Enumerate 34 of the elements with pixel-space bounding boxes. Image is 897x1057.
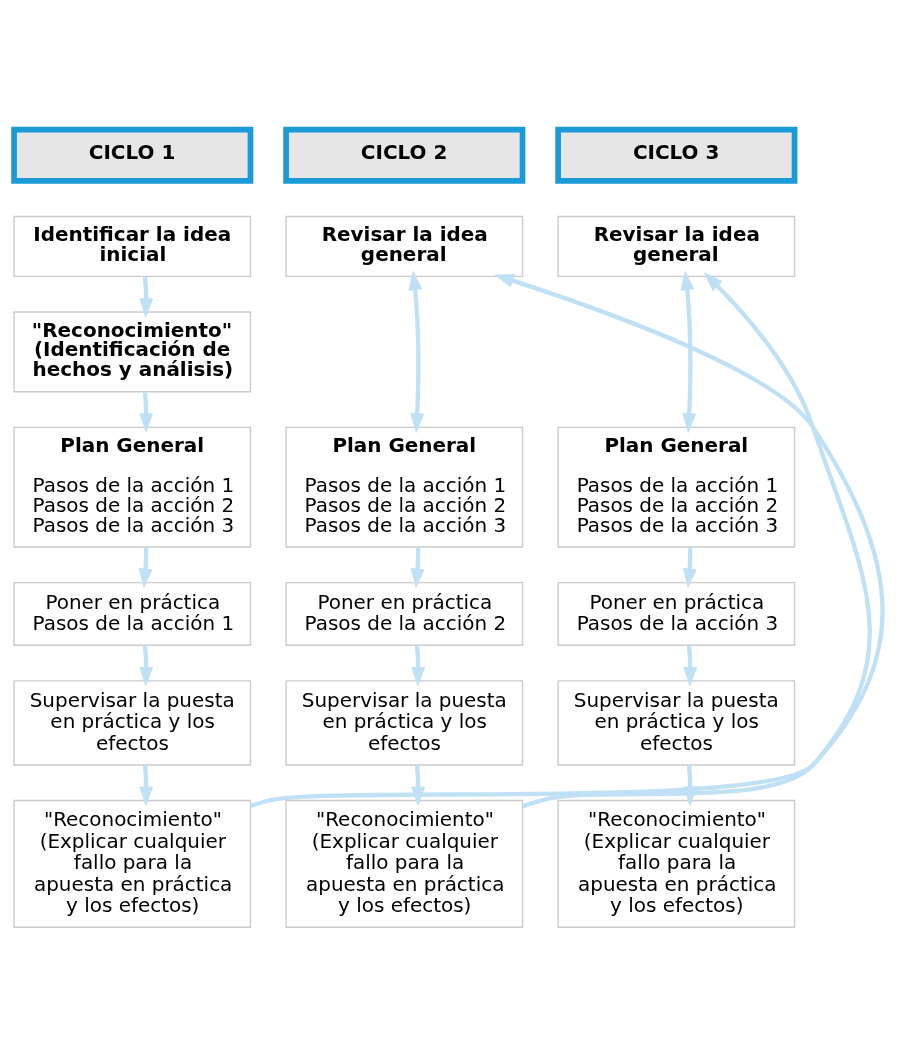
- arrow: [522, 272, 872, 809]
- node-box: Poner en práctica Pasos de la acción 3: [557, 581, 796, 646]
- node-box: CICLO 3: [555, 126, 798, 184]
- node-box: Identificar la idea inicial: [13, 215, 252, 278]
- arrow: [139, 645, 154, 688]
- arrow: [139, 392, 154, 434]
- arrow: [410, 547, 425, 589]
- arrow: [683, 764, 698, 807]
- node-box: Plan General Pasos de la acción 1 Pasos de la acción 2 Pasos de la acción 3: [557, 426, 796, 548]
- node-box: Supervisar la puesta en práctica y los efectos: [557, 680, 796, 766]
- node-box: Plan General Pasos de la acción 1 Pasos de la acción 2 Pasos de la acción 3: [13, 426, 252, 548]
- node-box: CICLO 2: [283, 126, 526, 184]
- arrow: [139, 276, 154, 319]
- arrow: [138, 547, 153, 589]
- node-box: Revisar la idea general: [557, 215, 796, 278]
- arrow: [411, 645, 426, 688]
- arrow: [683, 645, 698, 688]
- arrow: [139, 764, 154, 807]
- arrow: [682, 547, 697, 589]
- node-box: Supervisar la puesta en práctica y los efectos: [13, 680, 252, 766]
- arrow: [411, 764, 426, 807]
- node-box: "Reconocimiento" (Identificación de hechos y análisis): [13, 311, 252, 393]
- node-box: Poner en práctica Pasos de la acción 1: [13, 581, 252, 646]
- node-box: Plan General Pasos de la acción 1 Pasos de la acción 2 Pasos de la acción 3: [285, 426, 524, 548]
- node-box: Revisar la idea general: [285, 215, 524, 278]
- node-box: Supervisar la puesta en práctica y los efectos: [285, 680, 524, 766]
- node-box: "Reconocimiento" (Explicar cualquier fallo para la apuesta en práctica y los efectos): [13, 799, 252, 928]
- node-box: "Reconocimiento" (Explicar cualquier fallo para la apuesta en práctica y los efectos): [557, 799, 796, 928]
- arrow: [408, 270, 425, 434]
- arrow: [680, 270, 697, 434]
- node-box: Poner en práctica Pasos de la acción 2: [285, 581, 524, 646]
- node-box: CICLO 1: [11, 126, 254, 184]
- arrow: [250, 274, 885, 808]
- node-box: "Reconocimiento" (Explicar cualquier fallo para la apuesta en práctica y los efectos): [285, 799, 524, 928]
